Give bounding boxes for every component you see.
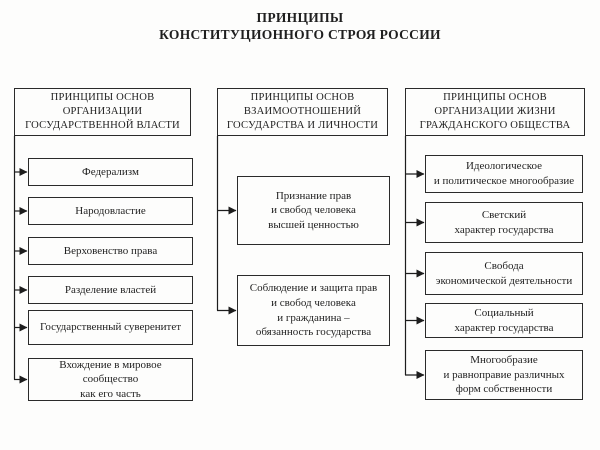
item-ideological-political-diversity: Идеологическое и политическое многообраз…	[425, 155, 583, 193]
item-federalism: Федерализм	[28, 158, 193, 186]
item-rule-of-law: Верховенство права	[28, 237, 193, 265]
column-header-state-power-principles: ПРИНЦИПЫ ОСНОВ ОРГАНИЗАЦИИ ГОСУДАРСТВЕНН…	[14, 88, 191, 136]
item-ownership-forms-diversity: Многообразие и равноправие различных фор…	[425, 350, 583, 400]
column-header-state-person-principles: ПРИНЦИПЫ ОСНОВ ВЗАИМООТНОШЕНИЙ ГОСУДАРСТ…	[217, 88, 388, 136]
item-rights-protection-state-duty: Соблюдение и защита прав и свобод челове…	[237, 275, 390, 346]
column-1-connector	[13, 136, 28, 384]
column-2-connector	[216, 136, 237, 315]
item-social-state: Социальный характер государства	[425, 303, 583, 338]
item-state-sovereignty: Государственный суверенитет	[28, 310, 193, 345]
column-header-civil-society-principles: ПРИНЦИПЫ ОСНОВ ОРГАНИЗАЦИИ ЖИЗНИ ГРАЖДАН…	[405, 88, 585, 136]
item-secular-state: Светский характер государства	[425, 202, 583, 243]
column-3-connector	[404, 136, 425, 379]
item-separation-of-powers: Разделение властей	[28, 276, 193, 304]
diagram-title: ПРИНЦИПЫ КОНСТИТУЦИОННОГО СТРОЯ РОССИИ	[159, 10, 441, 42]
item-economic-freedom: Свобода экономической деятельности	[425, 252, 583, 295]
item-democracy: Народовластие	[28, 197, 193, 225]
item-world-community-membership: Вхождение в мировое сообщество как его ч…	[28, 358, 193, 401]
item-rights-supreme-value: Признание прав и свобод человека высшей …	[237, 176, 390, 245]
